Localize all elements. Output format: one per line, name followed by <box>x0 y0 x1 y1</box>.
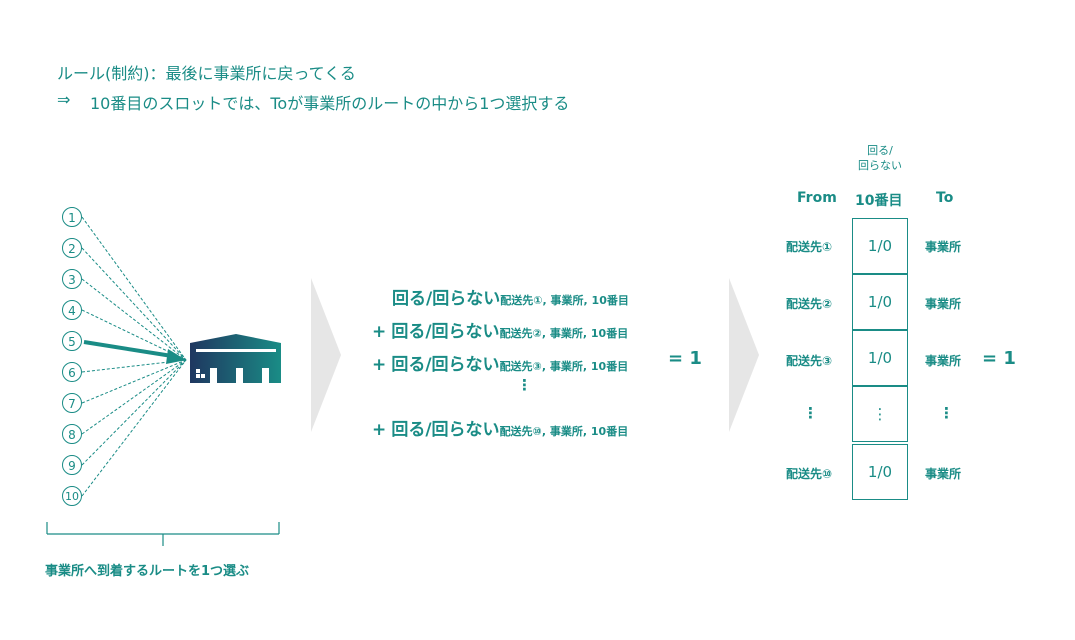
col-to-header: To <box>936 190 954 206</box>
row-to: 事業所 <box>925 297 962 311</box>
equation-term-1: 回る/回らない配送先①, 事業所, 10番目 <box>392 284 629 309</box>
col-from-header: From <box>797 190 837 206</box>
term-main: 回る/回らない <box>391 322 500 342</box>
row-from: 配送先① <box>786 240 833 254</box>
plus-sign: + <box>372 355 387 375</box>
node-8: 8 <box>62 424 82 444</box>
rule-line: ルール(制約)：最後に事業所に戻ってくる <box>57 64 356 83</box>
equation-term-2: + 回る/回らない配送先②, 事業所, 10番目 <box>372 317 628 342</box>
row-from-ellipsis: ⋮ <box>803 404 818 422</box>
term-main: 回る/回らない <box>391 420 500 440</box>
route-line-3 <box>81 278 187 361</box>
term-main: 回る/回らない <box>392 289 501 309</box>
slot-cell: 1/0 <box>852 218 908 274</box>
plus-sign: + <box>372 322 387 342</box>
route-line-1 <box>81 216 187 361</box>
row-from: 配送先③ <box>786 354 833 368</box>
term-main: 回る/回らない <box>391 355 500 375</box>
selected-route-line <box>83 340 173 358</box>
slot-cell-ellipsis: ⋮ <box>852 386 908 442</box>
row-to: 事業所 <box>925 240 962 254</box>
route-line-2 <box>81 247 187 361</box>
equation-term-3: + 回る/回らない配送先③, 事業所, 10番目 <box>372 350 628 375</box>
node-9: 9 <box>62 455 82 475</box>
slot-top-label-line1: 回る/ <box>867 144 893 157</box>
col-slot-header: 10番目 <box>855 193 903 209</box>
rule-detail: 10番目のスロットでは、Toが事業所のルートの中から1つ選択する <box>90 94 570 113</box>
term-sub: 配送先②, 事業所, 10番目 <box>499 327 629 340</box>
row-to: 事業所 <box>925 467 962 481</box>
equation-result: = 1 <box>668 348 702 369</box>
row-to: 事業所 <box>925 354 962 368</box>
equation-ellipsis: ⋮ <box>517 376 532 394</box>
row-to-ellipsis: ⋮ <box>939 404 954 422</box>
row-from: 配送先② <box>786 297 833 311</box>
selected-route-arrowhead <box>166 349 186 364</box>
node-7: 7 <box>62 393 82 413</box>
node-1: 1 <box>62 207 82 227</box>
term-sub: 配送先⑩, 事業所, 10番目 <box>499 425 629 438</box>
node-5: 5 <box>62 331 82 351</box>
slot-top-label: 回る/ 回らない <box>846 143 914 173</box>
plus-sign: + <box>372 420 387 440</box>
warehouse-icon <box>190 334 281 383</box>
slot-cell: 1/0 <box>852 444 908 500</box>
node-4: 4 <box>62 300 82 320</box>
flow-chevron-1 <box>311 278 341 432</box>
node-2: 2 <box>62 238 82 258</box>
node-6: 6 <box>62 362 82 382</box>
diagram-caption: 事業所へ到着するルートを1つ選ぶ <box>45 564 250 579</box>
slot-cell: 1/0 <box>852 274 908 330</box>
term-sub: 配送先①, 事業所, 10番目 <box>500 294 629 307</box>
slot-top-label-line2: 回らない <box>858 159 902 172</box>
row-from: 配送先⑩ <box>786 467 833 481</box>
term-sub: 配送先③, 事業所, 10番目 <box>499 360 629 373</box>
rule-arrow: ⇒ <box>57 90 71 109</box>
route-line-8 <box>81 359 187 435</box>
node-3: 3 <box>62 269 82 289</box>
node-10: 10 <box>62 486 82 506</box>
equation-term-4: + 回る/回らない配送先⑩, 事業所, 10番目 <box>372 415 628 440</box>
route-line-9 <box>81 359 187 466</box>
route-line-10 <box>81 359 187 497</box>
flow-chevron-2 <box>729 278 759 432</box>
table-result: = 1 <box>982 348 1016 369</box>
slot-cell: 1/0 <box>852 330 908 386</box>
selection-bracket <box>46 522 280 546</box>
route-line-7 <box>81 359 187 404</box>
